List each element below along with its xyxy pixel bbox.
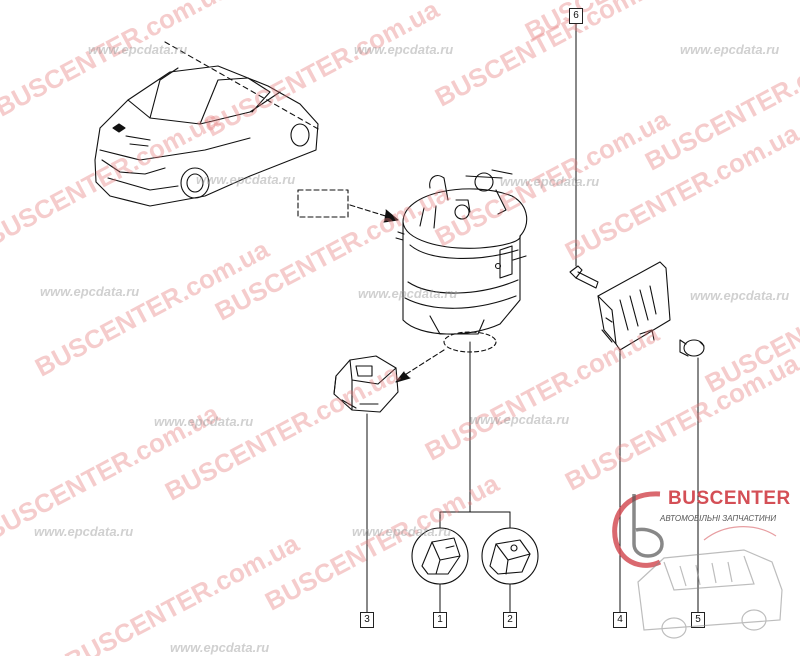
logo-mark-icon — [612, 491, 783, 639]
vehicle-illustration — [94, 41, 321, 207]
sensor-part-3 — [333, 355, 399, 413]
bracket-part-4 — [597, 261, 671, 351]
callout-1: 1 — [433, 612, 447, 628]
fuel-filter — [395, 169, 528, 335]
logo-subtitle: АВТОМОБІЛЬНІ ЗАПЧАСТИНИ — [660, 514, 777, 523]
buscenter-logo: BUSCENTER АВТОМОБІЛЬНІ ЗАПЧАСТИНИ — [604, 470, 800, 656]
callout-5: 5 — [691, 612, 705, 628]
bolt-part-6 — [569, 265, 599, 289]
callout-4: 4 — [613, 612, 627, 628]
logo-title: BUSCENTER — [668, 488, 791, 509]
callout-6: 6 — [569, 8, 583, 24]
sensor-part-2 — [481, 527, 539, 585]
sensor-part-1 — [411, 527, 469, 585]
callout-3: 3 — [360, 612, 374, 628]
callout-2: 2 — [503, 612, 517, 628]
clip-part-5 — [679, 339, 705, 357]
